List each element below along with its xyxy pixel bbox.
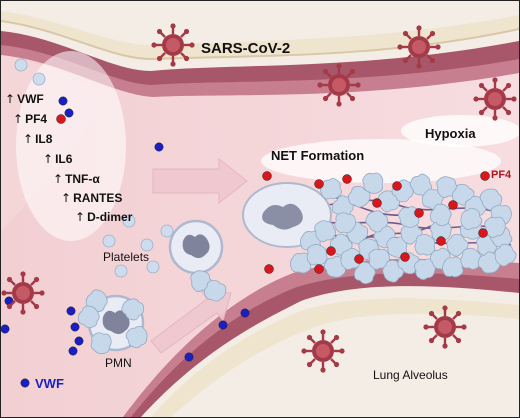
vwf-dot	[1, 324, 10, 334]
pf4-red-label: PF4	[491, 169, 512, 181]
virus-icon	[300, 328, 346, 374]
marker-il6: ↑IL6	[43, 152, 73, 166]
vwf-dot	[218, 320, 228, 330]
marker-rantes: ↑RANTES	[61, 191, 123, 205]
vwf-dot	[70, 322, 80, 332]
platelets-label: Platelets	[103, 250, 150, 264]
pf4-dot	[448, 200, 458, 210]
pf4-dot	[392, 181, 402, 191]
vwf-dot	[66, 306, 76, 316]
platelet-icon	[362, 172, 384, 194]
neutrophil-icon	[168, 219, 224, 275]
pf4-dot	[262, 171, 272, 181]
pf4-dot	[478, 228, 488, 238]
pf4-dot	[342, 174, 352, 184]
vwf-dot	[154, 142, 164, 152]
vwf-label: VWF	[35, 376, 64, 391]
virus-icon	[316, 62, 362, 108]
virus-label: SARS-CoV-2	[201, 40, 291, 57]
pf4-dot	[414, 208, 424, 218]
hypoxia-label: Hypoxia	[425, 126, 476, 141]
vwf-dot	[74, 336, 84, 346]
net-formation-label: NET Formation	[271, 148, 365, 163]
marker-vwf: ↑VWF	[5, 92, 44, 106]
tissue-bottom	[151, 298, 519, 417]
pf4-dot	[354, 254, 364, 264]
flow-arrow-icon	[152, 157, 248, 205]
marker-pf4: ↑PF4	[13, 112, 48, 126]
virus-icon	[422, 304, 468, 350]
pf4-dot	[314, 264, 324, 274]
virus-icon	[1, 270, 46, 316]
pf4-dot	[480, 171, 490, 181]
marker-il8: ↑IL8	[23, 132, 53, 146]
vwf-dot	[240, 308, 250, 318]
pf4-dot	[436, 236, 446, 246]
vwf-dot	[64, 108, 74, 118]
virus-icon	[472, 76, 518, 122]
pf4-dot	[326, 246, 336, 256]
pf4-dots	[56, 114, 490, 274]
lung-alveolus-label: Lung Alveolus	[373, 368, 448, 382]
vwf-dot	[184, 352, 194, 362]
marker-tnf: ↑TNF-α	[53, 172, 100, 186]
pmn-label: PMN	[105, 356, 132, 370]
vwf-dot	[58, 96, 68, 106]
pf4-dot	[264, 264, 274, 274]
virus-icon	[396, 24, 442, 70]
pf4-dot	[372, 198, 382, 208]
pf4-dot	[56, 114, 66, 124]
vwf-dot	[68, 346, 78, 356]
vwf-dots	[1, 96, 250, 388]
pf4-dot	[314, 179, 324, 189]
marker-d-dimer: ↑D-dimer	[75, 210, 133, 224]
net-neutrophil	[242, 182, 332, 248]
vwf-dot	[20, 378, 30, 388]
pf4-dot	[400, 252, 410, 262]
virus-icon	[150, 22, 196, 68]
resting-platelets	[14, 58, 174, 278]
